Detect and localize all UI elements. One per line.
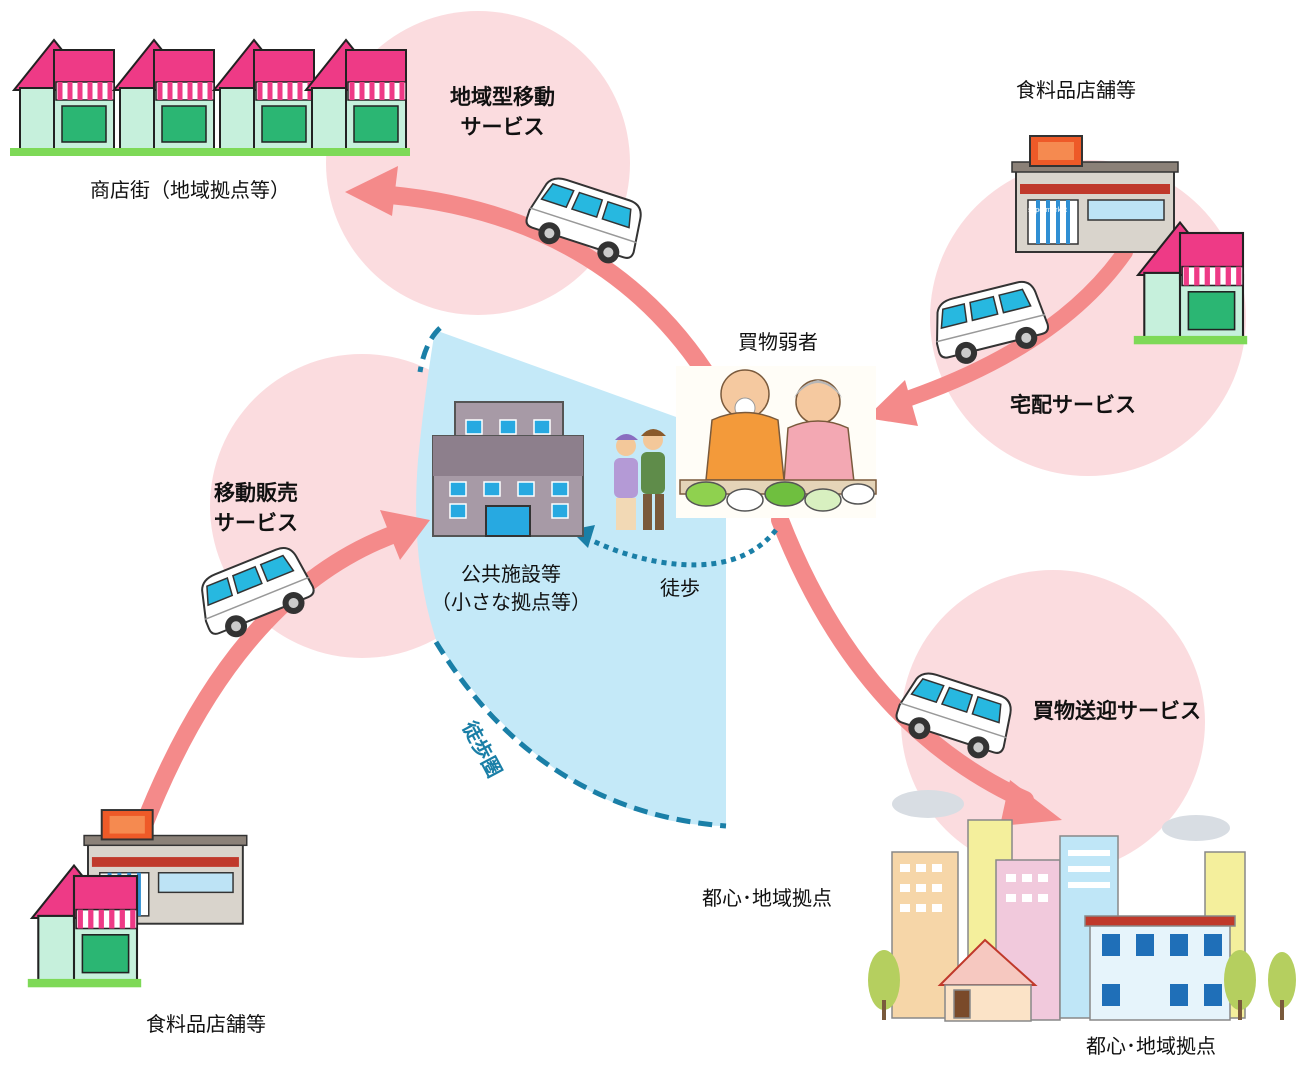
public-facility-line2: （小さな拠点等） — [431, 590, 591, 614]
shopping-vulnerable-label: 買物弱者 — [738, 330, 818, 354]
delivery-service-label: 宅配サービス — [1010, 393, 1136, 417]
mobile-sales-label: 移動販売 サービス — [214, 478, 298, 538]
shopping-vulnerable-illustration — [676, 366, 877, 518]
walking-zone-boundary — [433, 640, 727, 829]
shopping-street-label: 商店街（地域拠点等） — [90, 178, 290, 202]
regional-mobile-service-line2: サービス — [460, 115, 545, 139]
mobile-sales-line2: サービス — [214, 511, 298, 535]
city-center-left-label: 都心･地域拠点 — [702, 886, 832, 910]
food-store-bottom — [28, 808, 249, 987]
shuttle-service-label: 買物送迎サービス — [1033, 699, 1201, 723]
arrowhead-mobile-sales — [380, 510, 430, 560]
trees — [868, 950, 1296, 1020]
mobile-sales-line1: 移動販売 — [214, 481, 298, 505]
arrow-to-shopping-street — [381, 186, 714, 381]
food-store-bottom-label: 食料品店舗等 — [146, 1012, 266, 1036]
supermarket-sign: supermarket — [1028, 207, 1067, 214]
public-facility-building — [432, 401, 584, 537]
arrowhead-city-center — [1000, 780, 1062, 826]
regional-mobile-service-line1: 地域型移動 — [450, 85, 555, 109]
arrow-heads — [345, 166, 1062, 826]
food-store-top-label: 食料品店舗等 — [1016, 78, 1136, 102]
shuttle-service-circle — [901, 570, 1205, 874]
shopping-street-shops — [10, 40, 410, 156]
arrowhead-shopping-street — [345, 166, 398, 216]
city-center-bottom-label: 都心･地域拠点 — [1086, 1034, 1216, 1058]
elderly-couple-small — [614, 429, 666, 530]
walking-area-label: 徒歩圏 — [457, 716, 507, 781]
arrow-to-city-center — [771, 511, 1034, 809]
public-facility-line1: 公共施設等 — [461, 562, 561, 586]
city-center-buildings — [891, 819, 1246, 1022]
walk-label: 徒歩 — [660, 576, 700, 600]
arrow-mobile-sales — [133, 523, 409, 839]
food-store-top: supermarket — [1010, 134, 1247, 344]
public-facility-label: 公共施設等 （小さな拠点等） — [426, 560, 596, 616]
walking-zone-boundary-top — [417, 326, 442, 373]
arrowhead-delivery — [866, 380, 918, 426]
regional-mobile-service-label: 地域型移動 サービス — [450, 82, 555, 142]
clouds — [892, 790, 1230, 841]
